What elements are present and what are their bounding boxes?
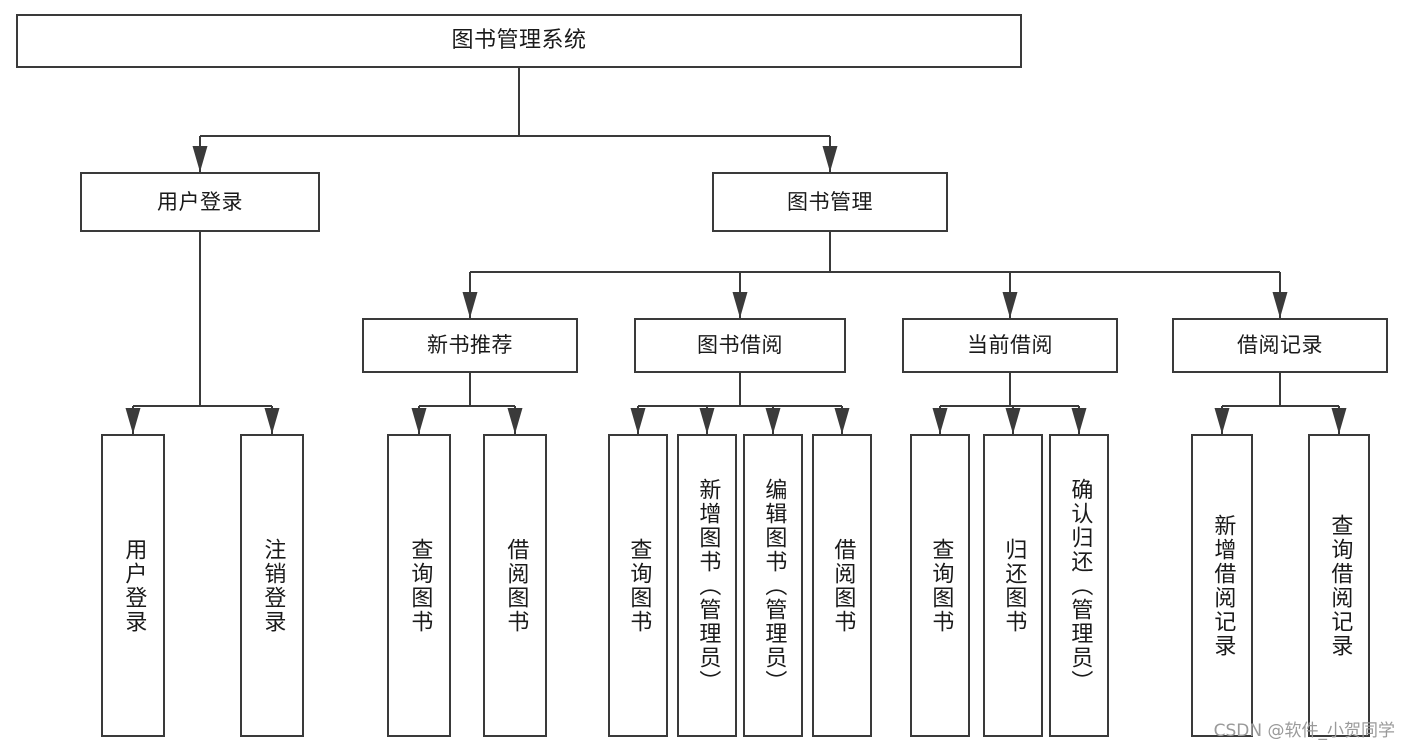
node-label: 新增图书（管理员） bbox=[695, 477, 721, 694]
node-book-manage[interactable]: 图书管理 bbox=[712, 172, 948, 232]
node-user-login[interactable]: 用户登录 bbox=[80, 172, 320, 232]
node-label: 查询借阅记录 bbox=[1327, 513, 1353, 658]
leaf-query-book-1[interactable]: 查询图书 bbox=[387, 434, 451, 737]
node-label: 当前借阅 bbox=[967, 333, 1053, 358]
leaf-borrow-book-2[interactable]: 借阅图书 bbox=[812, 434, 872, 737]
leaf-confirm-return[interactable]: 确认归还（管理员） bbox=[1049, 434, 1109, 737]
node-label: 查询图书 bbox=[407, 537, 433, 634]
node-borrow-record[interactable]: 借阅记录 bbox=[1172, 318, 1388, 373]
csdn-watermark: CSDN @软件_小贺同学 bbox=[1213, 721, 1395, 741]
node-label: 图书管理 bbox=[787, 189, 873, 214]
node-label: 确认归还（管理员） bbox=[1067, 477, 1093, 694]
leaf-user-logout[interactable]: 注销登录 bbox=[240, 434, 304, 737]
node-book-borrow[interactable]: 图书借阅 bbox=[634, 318, 846, 373]
node-label: 注销登录 bbox=[260, 537, 286, 634]
node-current-borrow[interactable]: 当前借阅 bbox=[902, 318, 1118, 373]
node-label: 图书借阅 bbox=[697, 333, 783, 358]
leaf-query-borrow-record[interactable]: 查询借阅记录 bbox=[1308, 434, 1370, 737]
node-label: 新书推荐 bbox=[427, 333, 513, 358]
leaf-add-book[interactable]: 新增图书（管理员） bbox=[677, 434, 737, 737]
node-label: 归还图书 bbox=[1001, 537, 1027, 634]
leaf-return-book[interactable]: 归还图书 bbox=[983, 434, 1043, 737]
leaf-user-login[interactable]: 用户登录 bbox=[101, 434, 165, 737]
node-label: 查询图书 bbox=[626, 537, 652, 634]
node-label: 用户登录 bbox=[121, 537, 147, 634]
node-label: 图书管理系统 bbox=[451, 28, 587, 54]
node-label: 借阅图书 bbox=[830, 537, 856, 634]
node-label: 编辑图书（管理员） bbox=[761, 477, 787, 694]
node-label: 新增借阅记录 bbox=[1210, 513, 1236, 658]
leaf-borrow-book-1[interactable]: 借阅图书 bbox=[483, 434, 547, 737]
node-label: 查询图书 bbox=[928, 537, 954, 634]
node-label: 用户登录 bbox=[157, 189, 243, 214]
node-new-book-recommend[interactable]: 新书推荐 bbox=[362, 318, 578, 373]
node-label: 借阅记录 bbox=[1237, 333, 1323, 358]
node-label: 借阅图书 bbox=[503, 537, 529, 634]
leaf-add-borrow-record[interactable]: 新增借阅记录 bbox=[1191, 434, 1253, 737]
leaf-edit-book[interactable]: 编辑图书（管理员） bbox=[743, 434, 803, 737]
leaf-query-book-2[interactable]: 查询图书 bbox=[608, 434, 668, 737]
node-root-system[interactable]: 图书管理系统 bbox=[16, 14, 1022, 68]
leaf-query-book-3[interactable]: 查询图书 bbox=[910, 434, 970, 737]
